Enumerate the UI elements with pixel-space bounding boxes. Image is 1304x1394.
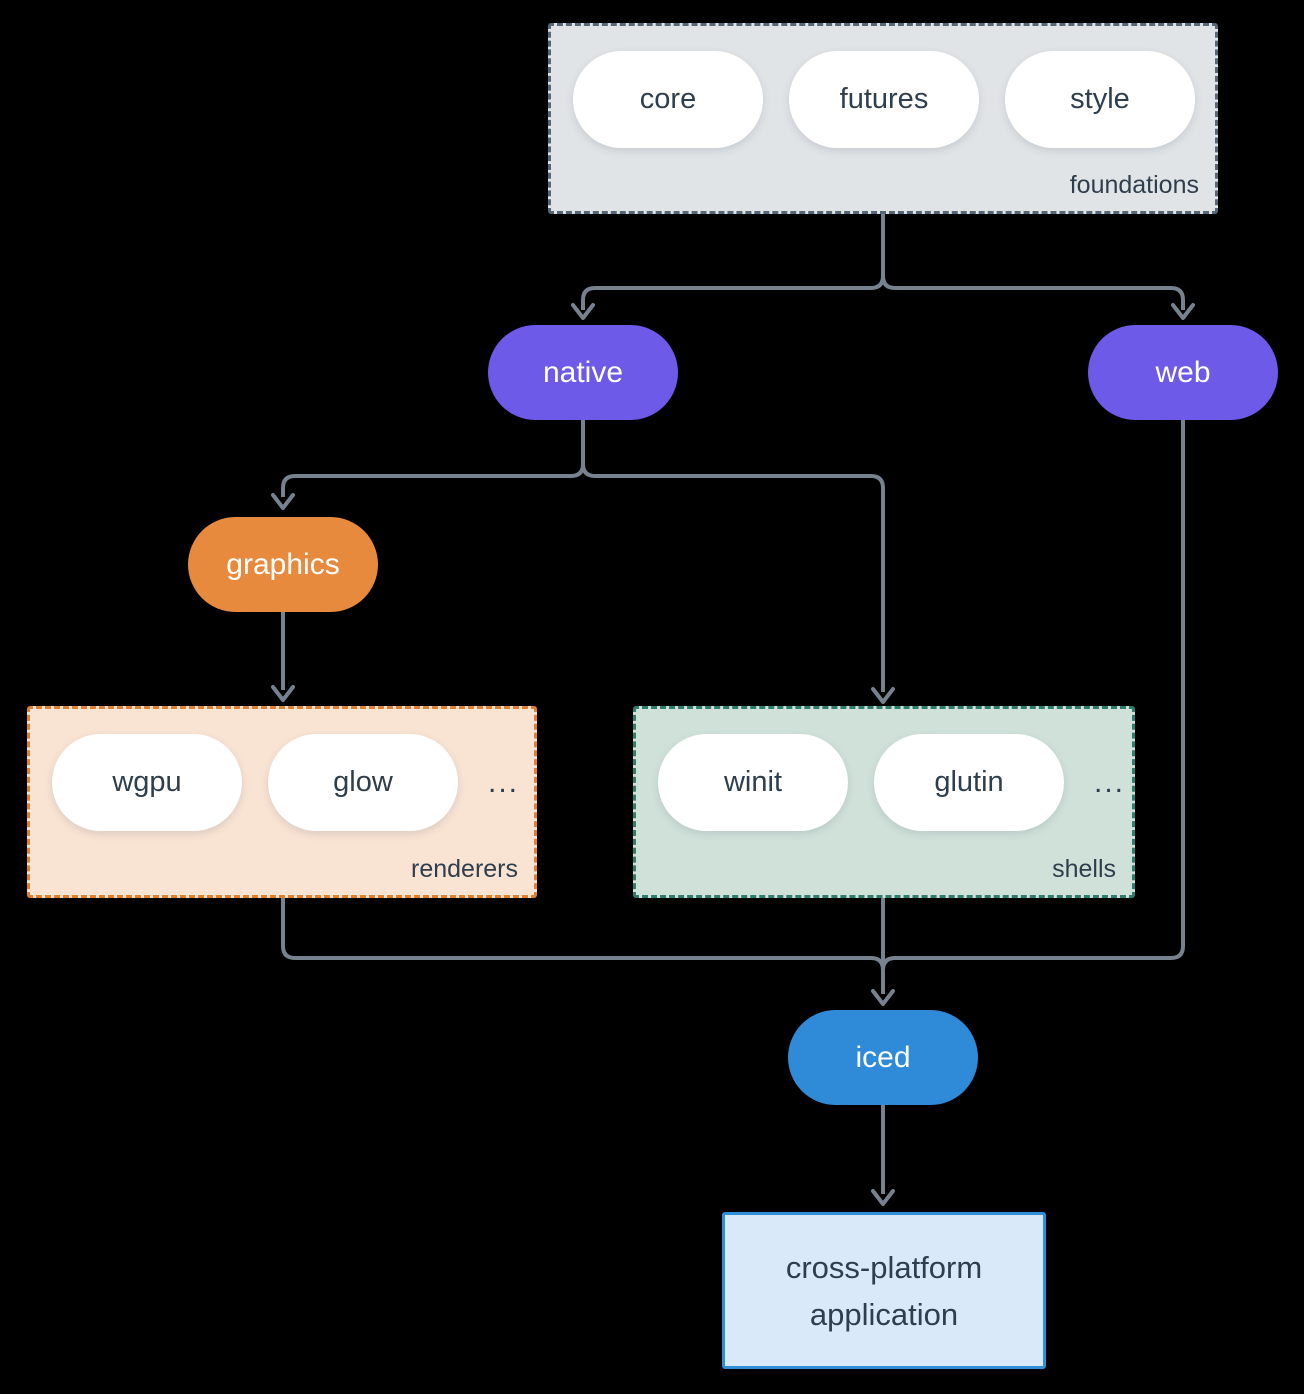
arrowhead-shells [871, 687, 895, 704]
group-renderers: wgpu glow ... renderers [27, 706, 537, 898]
node-cross-platform-application: cross-platform application [722, 1212, 1046, 1369]
group-foundations: core futures style foundations [548, 23, 1218, 214]
arrowhead-web [1171, 303, 1195, 320]
application-line2: application [809, 1296, 959, 1332]
arrowhead-renderers [271, 685, 295, 702]
foundations-pill-row: core futures style [551, 26, 1215, 148]
shells-ellipsis: ... [1094, 765, 1126, 799]
renderers-label: renderers [411, 855, 518, 883]
edge-foundations-web [881, 214, 1185, 310]
node-wgpu: wgpu [52, 734, 242, 831]
edge-renderers-iced [281, 898, 885, 971]
node-style: style [1005, 51, 1195, 148]
renderers-pill-row: wgpu glow ... [30, 709, 534, 831]
edge-foundations-native [581, 214, 885, 310]
shells-label: shells [1052, 855, 1116, 883]
node-iced: iced [788, 1010, 978, 1105]
node-glow: glow [268, 734, 458, 831]
node-glutin: glutin [874, 734, 1064, 831]
node-core: core [573, 51, 763, 148]
group-shells: winit glutin ... shells [633, 706, 1135, 898]
node-native: native [488, 325, 678, 420]
edge-native-shells [581, 420, 885, 692]
arrowhead-iced [871, 989, 895, 1006]
node-graphics: graphics [188, 517, 378, 612]
node-winit: winit [658, 734, 848, 831]
edge-native-graphics [281, 420, 585, 497]
arrowhead-graphics [271, 493, 295, 510]
node-futures: futures [789, 51, 979, 148]
arrowhead-application [871, 1189, 895, 1206]
renderers-ellipsis: ... [488, 765, 520, 799]
foundations-label: foundations [1069, 171, 1199, 199]
application-line1: cross-platform [785, 1249, 983, 1285]
shells-pill-row: winit glutin ... [636, 709, 1132, 831]
node-web: web [1088, 325, 1278, 420]
arrowhead-native [571, 303, 595, 320]
